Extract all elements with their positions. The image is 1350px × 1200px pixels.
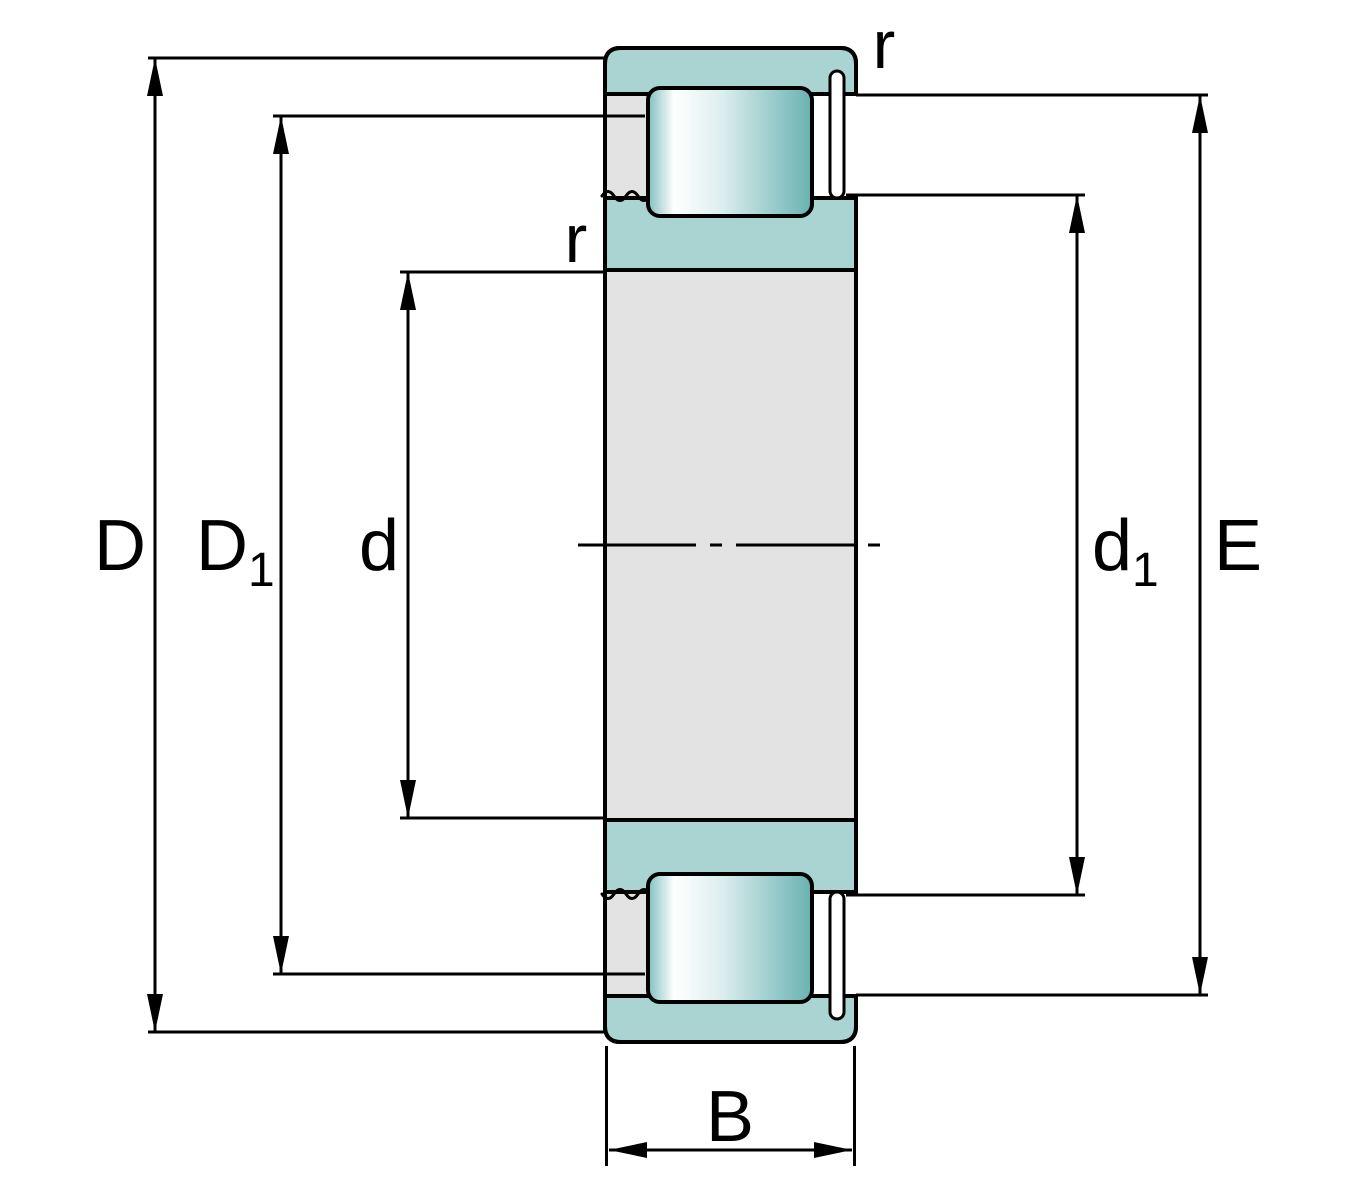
dimension-labels: D D1 d d1 E B r r xyxy=(94,7,1262,1157)
cage-break-line-bottom xyxy=(600,888,652,900)
roller-top xyxy=(646,86,814,218)
bearing-cross-section xyxy=(600,46,862,1044)
label-D: D xyxy=(94,506,146,586)
retaining-ring-bottom xyxy=(828,890,846,1021)
label-D1-base: D xyxy=(196,506,248,586)
label-r-inner: r xyxy=(565,201,588,277)
label-r-outer: r xyxy=(873,7,896,83)
cage-break-line-top xyxy=(600,190,652,202)
label-d1-subscript: 1 xyxy=(1132,544,1159,597)
label-D1: D1 xyxy=(196,506,275,597)
dimension-lines xyxy=(147,58,1208,1158)
retaining-ring-top xyxy=(828,69,846,200)
label-B: B xyxy=(706,1077,754,1157)
label-D1-subscript: 1 xyxy=(248,544,275,597)
roller-bottom xyxy=(646,872,814,1004)
label-d: d xyxy=(359,506,399,586)
label-d1: d1 xyxy=(1092,506,1159,597)
label-d1-base: d xyxy=(1092,506,1132,586)
extension-lines xyxy=(148,56,1208,1166)
label-E: E xyxy=(1214,506,1262,586)
